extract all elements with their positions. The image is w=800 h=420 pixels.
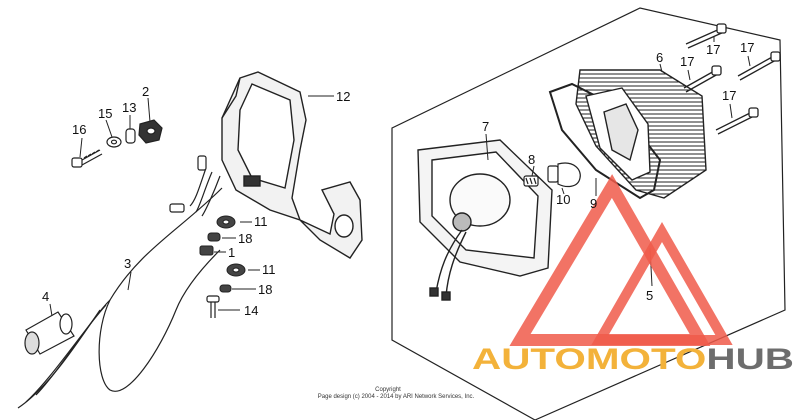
watermark-text-hub: HUB bbox=[706, 343, 794, 376]
grommet-11-upper bbox=[216, 215, 236, 229]
callout-4: 4 bbox=[42, 289, 49, 304]
wire-harness bbox=[17, 155, 223, 409]
bolt-16 bbox=[71, 149, 103, 168]
copyright-title: Copyright bbox=[375, 387, 401, 393]
assembly-frame bbox=[391, 7, 786, 420]
light-base-7 bbox=[417, 139, 553, 301]
socket-8 bbox=[523, 175, 539, 187]
callout-5: 5 bbox=[646, 288, 653, 303]
callout-2: 2 bbox=[142, 84, 149, 99]
nut-1 bbox=[199, 245, 214, 256]
callout-1: 1 bbox=[228, 245, 235, 260]
callout-18-upper: 18 bbox=[238, 231, 252, 246]
callout-17-d: 17 bbox=[722, 88, 736, 103]
watermark-logo-mark bbox=[509, 174, 733, 346]
copyright-notice: Page design (c) 2004 - 2014 by ARI Netwo… bbox=[318, 394, 475, 400]
grommet-11-lower bbox=[226, 263, 246, 277]
collar-13 bbox=[125, 128, 136, 144]
sleeve-4 bbox=[24, 311, 75, 355]
bracket-12 bbox=[221, 71, 363, 259]
callout-18-lower: 18 bbox=[258, 282, 272, 297]
callout-9: 9 bbox=[590, 196, 597, 211]
callout-16: 16 bbox=[72, 122, 86, 137]
watermark-text-automoto: AUTOMOTO bbox=[472, 343, 706, 376]
callout-17-b: 17 bbox=[680, 54, 694, 69]
screw-17-d bbox=[715, 107, 759, 135]
bulb-10 bbox=[547, 162, 581, 188]
callout-11-lower: 11 bbox=[262, 262, 276, 277]
collar-18-upper bbox=[207, 232, 221, 242]
callout-6: 6 bbox=[656, 50, 663, 65]
washer-15 bbox=[106, 136, 122, 148]
callout-10: 10 bbox=[556, 192, 570, 207]
callout-17-a: 17 bbox=[706, 42, 720, 57]
lens-6 bbox=[575, 69, 707, 199]
screw-17-c bbox=[737, 51, 781, 81]
callout-14: 14 bbox=[244, 303, 258, 318]
screw-17-b bbox=[683, 65, 722, 93]
leader-lines bbox=[49, 36, 751, 317]
callout-17-c: 17 bbox=[740, 40, 754, 55]
callouts: 2 15 13 16 12 11 18 1 3 11 18 14 4 7 8 1… bbox=[42, 40, 754, 318]
callout-12: 12 bbox=[336, 89, 350, 104]
screw-17-a bbox=[685, 23, 727, 49]
callout-13: 13 bbox=[122, 100, 136, 115]
callout-7: 7 bbox=[482, 119, 489, 134]
callout-3: 3 bbox=[124, 256, 131, 271]
callout-8: 8 bbox=[528, 152, 535, 167]
collar-18-lower bbox=[219, 284, 232, 293]
callout-15: 15 bbox=[98, 106, 112, 121]
callout-11-upper: 11 bbox=[254, 214, 268, 229]
nut-2 bbox=[138, 119, 163, 144]
bolt-14 bbox=[206, 295, 220, 318]
